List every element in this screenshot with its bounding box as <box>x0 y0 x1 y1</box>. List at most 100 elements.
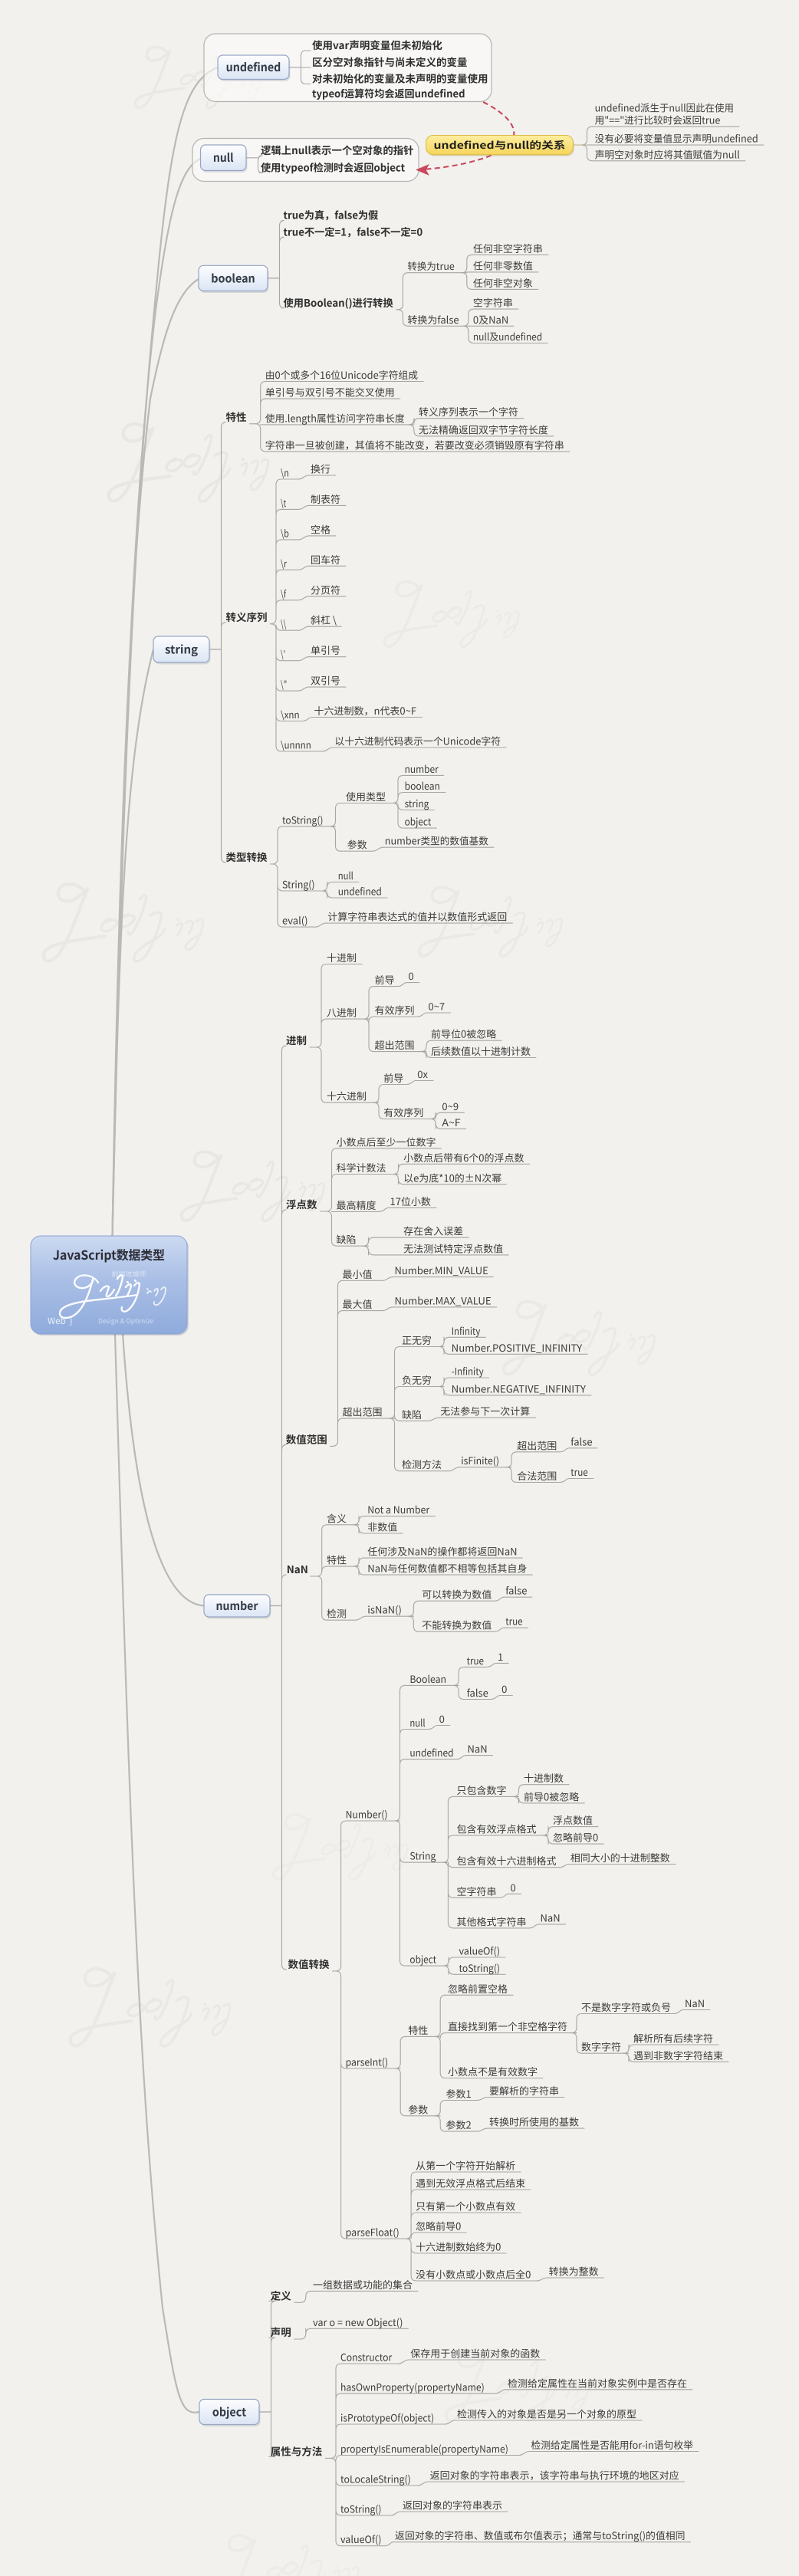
svg-text:toString(): toString() <box>282 812 324 826</box>
svg-text:计算字符串表达式的值并以数值形式返回: 计算字符串表达式的值并以数值形式返回 <box>327 909 507 924</box>
svg-text:string: string <box>165 642 198 658</box>
svg-text:false: false <box>467 1685 488 1700</box>
svg-text:后续数值以十进制计数: 后续数值以十进制计数 <box>431 1043 531 1058</box>
svg-text:转换时所使用的基数: 转换时所使用的基数 <box>489 2114 579 2129</box>
svg-text:\\: \\ <box>281 616 286 631</box>
svg-text:有效序列: 有效序列 <box>375 1003 415 1017</box>
svg-text:正无穷: 正无穷 <box>402 1332 432 1347</box>
svg-text:parseFloat(): parseFloat() <box>346 2225 400 2239</box>
svg-text:转换为false: 转换为false <box>407 312 459 327</box>
svg-text:使用类型: 使用类型 <box>346 789 386 803</box>
svg-text:使用Boolean()进行转换: 使用Boolean()进行转换 <box>284 294 394 310</box>
svg-text:浮点数值: 浮点数值 <box>553 1812 593 1827</box>
svg-text:Number(): Number() <box>346 1807 388 1822</box>
svg-text:undefined派生于null因此在使用: undefined派生于null因此在使用 <box>595 100 734 115</box>
svg-text:var o = new Object(): var o = new Object() <box>313 2315 403 2329</box>
svg-text:Infinity: Infinity <box>452 1323 481 1338</box>
svg-text:最高精度: 最高精度 <box>337 1198 376 1212</box>
svg-text:忽略前导0: 忽略前导0 <box>416 2219 461 2233</box>
svg-text:对未初始化的变量及未声明的变量使用: 对未初始化的变量及未声明的变量使用 <box>312 71 488 86</box>
svg-text:\xnn: \xnn <box>281 707 300 721</box>
svg-text:Number.MIN_VALUE: Number.MIN_VALUE <box>395 1263 488 1277</box>
svg-text:检测给定属性是否能用for-in语句枚举: 检测给定属性是否能用for-in语句枚举 <box>531 2437 693 2452</box>
svg-text:null: null <box>213 150 234 166</box>
svg-text:number: number <box>405 761 439 776</box>
svg-text:进制: 进制 <box>286 1032 307 1047</box>
svg-text:缺陷: 缺陷 <box>402 1407 422 1421</box>
svg-text:检测给定属性在当前对象实例中是否存在: 检测给定属性在当前对象实例中是否存在 <box>508 2375 687 2390</box>
svg-text:undefined: undefined <box>409 1745 453 1760</box>
svg-text:十六进制数始终为0: 十六进制数始终为0 <box>416 2239 501 2254</box>
svg-text:true: true <box>570 1464 587 1479</box>
svg-text:返回对象的字符串表示，该字符串与执行环境的地区对应: 返回对象的字符串表示，该字符串与执行环境的地区对应 <box>430 2468 679 2482</box>
svg-text:十进制数: 十进制数 <box>524 1770 564 1785</box>
svg-text:不能转换为数值: 不能转换为数值 <box>422 1618 492 1632</box>
svg-text:回车符: 回车符 <box>311 552 340 567</box>
svg-text:只包含数字: 只包含数字 <box>457 1783 507 1797</box>
svg-text:忽略前导0: 忽略前导0 <box>553 1830 598 1845</box>
svg-text:\f: \f <box>281 586 287 600</box>
svg-text:合法范围: 合法范围 <box>517 1468 557 1483</box>
svg-text:分页符: 分页符 <box>311 582 340 596</box>
svg-text:特性: 特性 <box>327 1552 347 1567</box>
svg-text:String(): String() <box>282 877 315 892</box>
svg-text:十六进制数，n代表0~F: 十六进制数，n代表0~F <box>314 703 417 718</box>
svg-text:缺陷: 缺陷 <box>337 1232 357 1247</box>
svg-text:最大值: 最大值 <box>343 1296 373 1311</box>
svg-text:number类型的数值基数: number类型的数值基数 <box>385 833 488 848</box>
svg-text:空字符串: 空字符串 <box>457 1884 497 1898</box>
svg-text:1: 1 <box>498 1649 503 1664</box>
svg-text:单引号: 单引号 <box>311 642 340 657</box>
svg-text:空字符串: 空字符串 <box>473 295 513 310</box>
svg-text:超出范围: 超出范围 <box>517 1438 557 1452</box>
svg-text:双引号: 双引号 <box>311 673 340 688</box>
svg-text:小数点后带有6个0的浮点数: 小数点后带有6个0的浮点数 <box>403 1150 524 1165</box>
svg-text:没有必要将变量值显示声明undefined: 没有必要将变量值显示声明undefined <box>595 131 758 146</box>
svg-text:使用typeof检测时会返回object: 使用typeof检测时会返回object <box>261 159 405 175</box>
svg-text:科学计数法: 科学计数法 <box>337 1160 386 1175</box>
svg-text:\r: \r <box>281 556 288 570</box>
svg-text:0~9: 0~9 <box>442 1099 459 1113</box>
svg-text:boolean: boolean <box>405 778 440 793</box>
svg-text:Number.POSITIVE_INFINITY: Number.POSITIVE_INFINITY <box>452 1340 583 1355</box>
svg-text:toString(): toString() <box>459 1960 501 1975</box>
svg-text:NaN: NaN <box>541 1910 561 1924</box>
svg-text:负无穷: 负无穷 <box>402 1372 432 1387</box>
svg-text:0x: 0x <box>417 1066 428 1081</box>
svg-text:Web }: Web } <box>48 1315 73 1327</box>
svg-text:Design & Optimize: Design & Optimize <box>98 1316 154 1326</box>
svg-text:声明空对象时应将其值赋值为null: 声明空对象时应将其值赋值为null <box>595 146 740 161</box>
svg-text:无法参与下一次计算: 无法参与下一次计算 <box>440 1404 530 1418</box>
svg-text:保存用于创建当前对象的函数: 保存用于创建当前对象的函数 <box>410 2346 540 2361</box>
svg-text:null及undefined: null及undefined <box>473 329 542 343</box>
svg-text:直接找到第一个非空格字符: 直接找到第一个非空格字符 <box>448 2019 567 2033</box>
svg-text:Boolean: Boolean <box>409 1671 446 1686</box>
svg-text:无法测试特定浮点数值: 无法测试特定浮点数值 <box>403 1240 503 1255</box>
svg-text:字符串一旦被创建，其值将不能改变，若要改变必须销毁原有字符串: 字符串一旦被创建，其值将不能改变，若要改变必须销毁原有字符串 <box>265 437 564 452</box>
svg-text:有效序列: 有效序列 <box>383 1105 423 1119</box>
svg-text:十进制: 十进制 <box>327 950 357 964</box>
svg-text:返回对象的字符串、数值或布尔值表示；通常与toString(: 返回对象的字符串、数值或布尔值表示；通常与toString()的值相同 <box>395 2528 686 2542</box>
svg-text:true: true <box>467 1653 484 1668</box>
svg-text:存在舍入误差: 存在舍入误差 <box>403 1224 463 1238</box>
svg-text:propertyIsEnumerable(propertyN: propertyIsEnumerable(propertyName) <box>340 2441 508 2456</box>
svg-text:前端攻城师: 前端攻城师 <box>111 1269 146 1279</box>
svg-text:前导: 前导 <box>383 1070 403 1085</box>
svg-text:包含有效十六进制格式: 包含有效十六进制格式 <box>457 1853 557 1868</box>
svg-text:可以转换为数值: 可以转换为数值 <box>422 1587 492 1602</box>
svg-text:true不一定=1，false不一定=0: true不一定=1，false不一定=0 <box>284 223 423 238</box>
svg-text:只有第一个小数点有效: 只有第一个小数点有效 <box>416 2199 515 2213</box>
svg-text:0及NaN: 0及NaN <box>473 312 508 327</box>
svg-text:一组数据或功能的集合: 一组数据或功能的集合 <box>313 2277 413 2292</box>
svg-text:toString(): toString() <box>340 2502 382 2516</box>
svg-text:hasOwnProperty(propertyName): hasOwnProperty(propertyName) <box>340 2379 485 2394</box>
svg-text:小数点不是有效数字: 小数点不是有效数字 <box>448 2064 538 2078</box>
svg-text:忽略前置空格: 忽略前置空格 <box>448 1981 508 1996</box>
svg-text:以十六进制代码表示一个Unicode字符: 以十六进制代码表示一个Unicode字符 <box>334 734 501 748</box>
svg-text:数字字符: 数字字符 <box>581 2039 621 2054</box>
svg-text:解析所有后续字符: 解析所有后续字符 <box>633 2031 713 2045</box>
svg-text:undefined: undefined <box>226 59 281 75</box>
svg-text:undefined: undefined <box>338 884 382 899</box>
svg-text:0: 0 <box>511 1880 516 1894</box>
svg-text:true为真，false为假: true为真，false为假 <box>284 207 379 222</box>
